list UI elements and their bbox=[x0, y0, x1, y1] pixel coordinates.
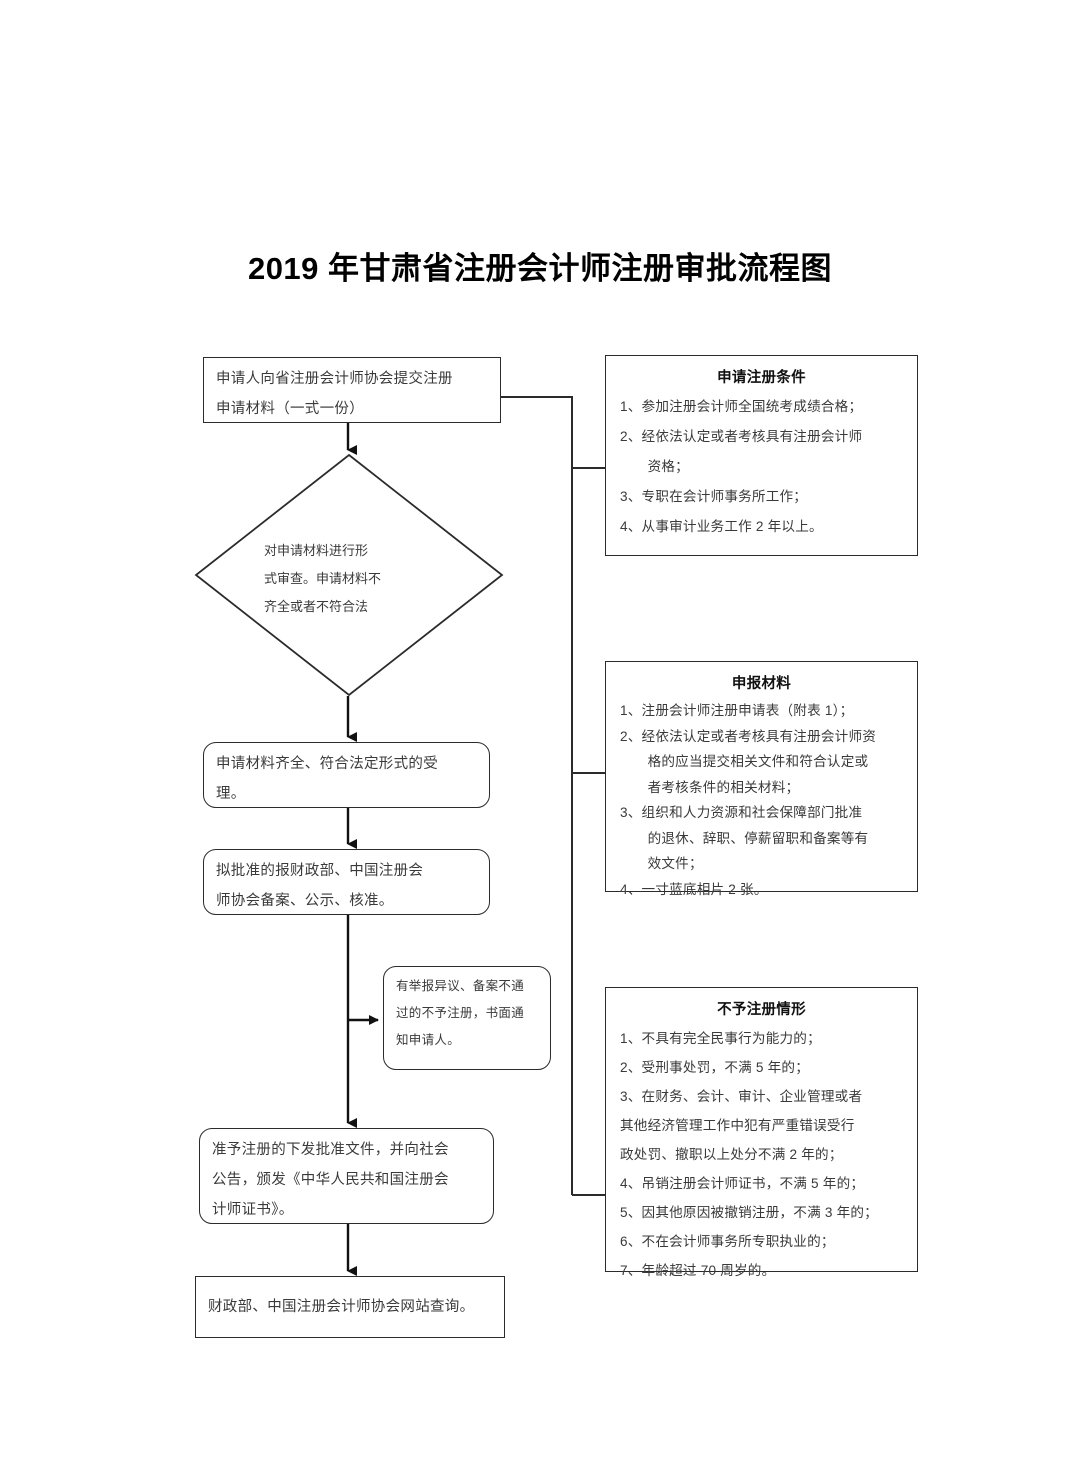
info-panel-registration-conditions-list: 1、参加注册会计师全国统考成绩合格； 2、经依法认定或者考核具有注册会计师 资格… bbox=[620, 392, 903, 542]
flow-node-reject-notice-label: 有举报异议、备案不通 过的不予注册，书面通 知申请人。 bbox=[396, 979, 525, 1047]
info-panel-refusal-cases-title: 不予注册情形 bbox=[717, 1002, 806, 1018]
flow-node-reject-notice[interactable]: 有举报异议、备案不通 过的不予注册，书面通 知申请人。 bbox=[383, 966, 551, 1070]
connector-trunk-right bbox=[501, 396, 573, 1195]
list-item: 3、组织和人力资源和社会保障部门批准 的退休、辞职、停薪留职和备案等有 效文件； bbox=[620, 805, 869, 871]
flow-node-website-query[interactable]: 财政部、中国注册会计师协会网站查询。 bbox=[195, 1276, 505, 1338]
flow-node-grant-certificate[interactable]: 准予注册的下发批准文件，并向社会 公告，颁发《中华人民共和国注册会 计师证书》。 bbox=[199, 1128, 494, 1224]
info-panel-refusal-cases-list: 1、不具有完全民事行为能力的； 2、受刑事处罚，不满 5 年的； 3、在财务、会… bbox=[620, 1024, 903, 1285]
list-item: 2、受刑事处罚，不满 5 年的； bbox=[620, 1060, 809, 1075]
info-panel-required-materials-title: 申报材料 bbox=[731, 676, 792, 692]
list-item: 7、年龄超过 70 周岁的。 bbox=[620, 1263, 776, 1278]
list-item: 5、因其他原因被撤销注册，不满 3 年的； bbox=[620, 1205, 878, 1220]
list-item: 4、吊销注册会计师证书，不满 5 年的； bbox=[620, 1176, 865, 1191]
list-item: 1、注册会计师注册申请表（附表 1）； bbox=[620, 703, 854, 718]
flow-node-accept-application[interactable]: 申请材料齐全、符合法定形式的受 理。 bbox=[203, 742, 490, 808]
info-panel-refusal-cases: 不予注册情形 1、不具有完全民事行为能力的； 2、受刑事处罚，不满 5 年的； … bbox=[605, 987, 918, 1278]
list-item: 3、在财务、会计、审计、企业管理或者 其他经济管理工作中犯有严重错误受行 政处罚… bbox=[620, 1089, 863, 1162]
flow-node-form-review[interactable]: 对申请材料进行形 式审查。申请材料不 齐全或者不符合法 定形式的告知申请 bbox=[196, 455, 502, 695]
flow-node-grant-certificate-label: 准予注册的下发批准文件，并向社会 公告，颁发《中华人民共和国注册会 计师证书》。 bbox=[212, 1142, 449, 1218]
flow-node-approve-filing-label: 拟批准的报财政部、中国注册会 师协会备案、公示、核准。 bbox=[216, 863, 424, 909]
list-item: 1、参加注册会计师全国统考成绩合格； bbox=[620, 399, 863, 414]
flow-node-form-review-label: 对申请材料进行形 式审查。申请材料不 齐全或者不符合法 定形式的告知申请 bbox=[264, 543, 382, 614]
info-panel-registration-conditions: 申请注册条件 1、参加注册会计师全国统考成绩合格； 2、经依法认定或者考核具有注… bbox=[605, 355, 918, 556]
info-panel-registration-conditions-title: 申请注册条件 bbox=[717, 370, 806, 386]
list-item: 4、从事审计业务工作 2 年以上。 bbox=[620, 519, 823, 534]
page-title: 2019 年甘肃省注册会计师注册审批流程图 bbox=[247, 251, 833, 286]
list-item: 6、不在会计师事务所专职执业的； bbox=[620, 1234, 835, 1249]
list-item: 2、经依法认定或者考核具有注册会计师 资格； bbox=[620, 429, 863, 474]
list-item: 1、不具有完全民事行为能力的； bbox=[620, 1031, 821, 1046]
info-panel-required-materials: 申报材料 1、注册会计师注册申请表（附表 1）； 2、经依法认定或者考核具有注册… bbox=[605, 661, 918, 897]
flow-node-submit-application-label: 申请人向省注册会计师协会提交注册 申请材料（一式一份） bbox=[216, 371, 453, 417]
flow-node-approve-filing[interactable]: 拟批准的报财政部、中国注册会 师协会备案、公示、核准。 bbox=[203, 849, 490, 915]
flow-node-website-query-label: 财政部、中国注册会计师协会网站查询。 bbox=[208, 1299, 475, 1315]
flow-node-submit-application[interactable]: 申请人向省注册会计师协会提交注册 申请材料（一式一份） bbox=[203, 357, 501, 423]
flow-node-accept-application-label: 申请材料齐全、符合法定形式的受 理。 bbox=[216, 756, 438, 802]
list-item: 4、一寸蓝底相片 2 张。 bbox=[620, 881, 768, 897]
info-panel-required-materials-list: 1、注册会计师注册申请表（附表 1）； 2、经依法认定或者考核具有注册会计师资 … bbox=[620, 698, 903, 902]
list-item: 3、专职在会计师事务所工作； bbox=[620, 489, 808, 504]
list-item: 2、经依法认定或者考核具有注册会计师资 格的应当提交相关文件和符合认定或 者考核… bbox=[620, 728, 877, 795]
